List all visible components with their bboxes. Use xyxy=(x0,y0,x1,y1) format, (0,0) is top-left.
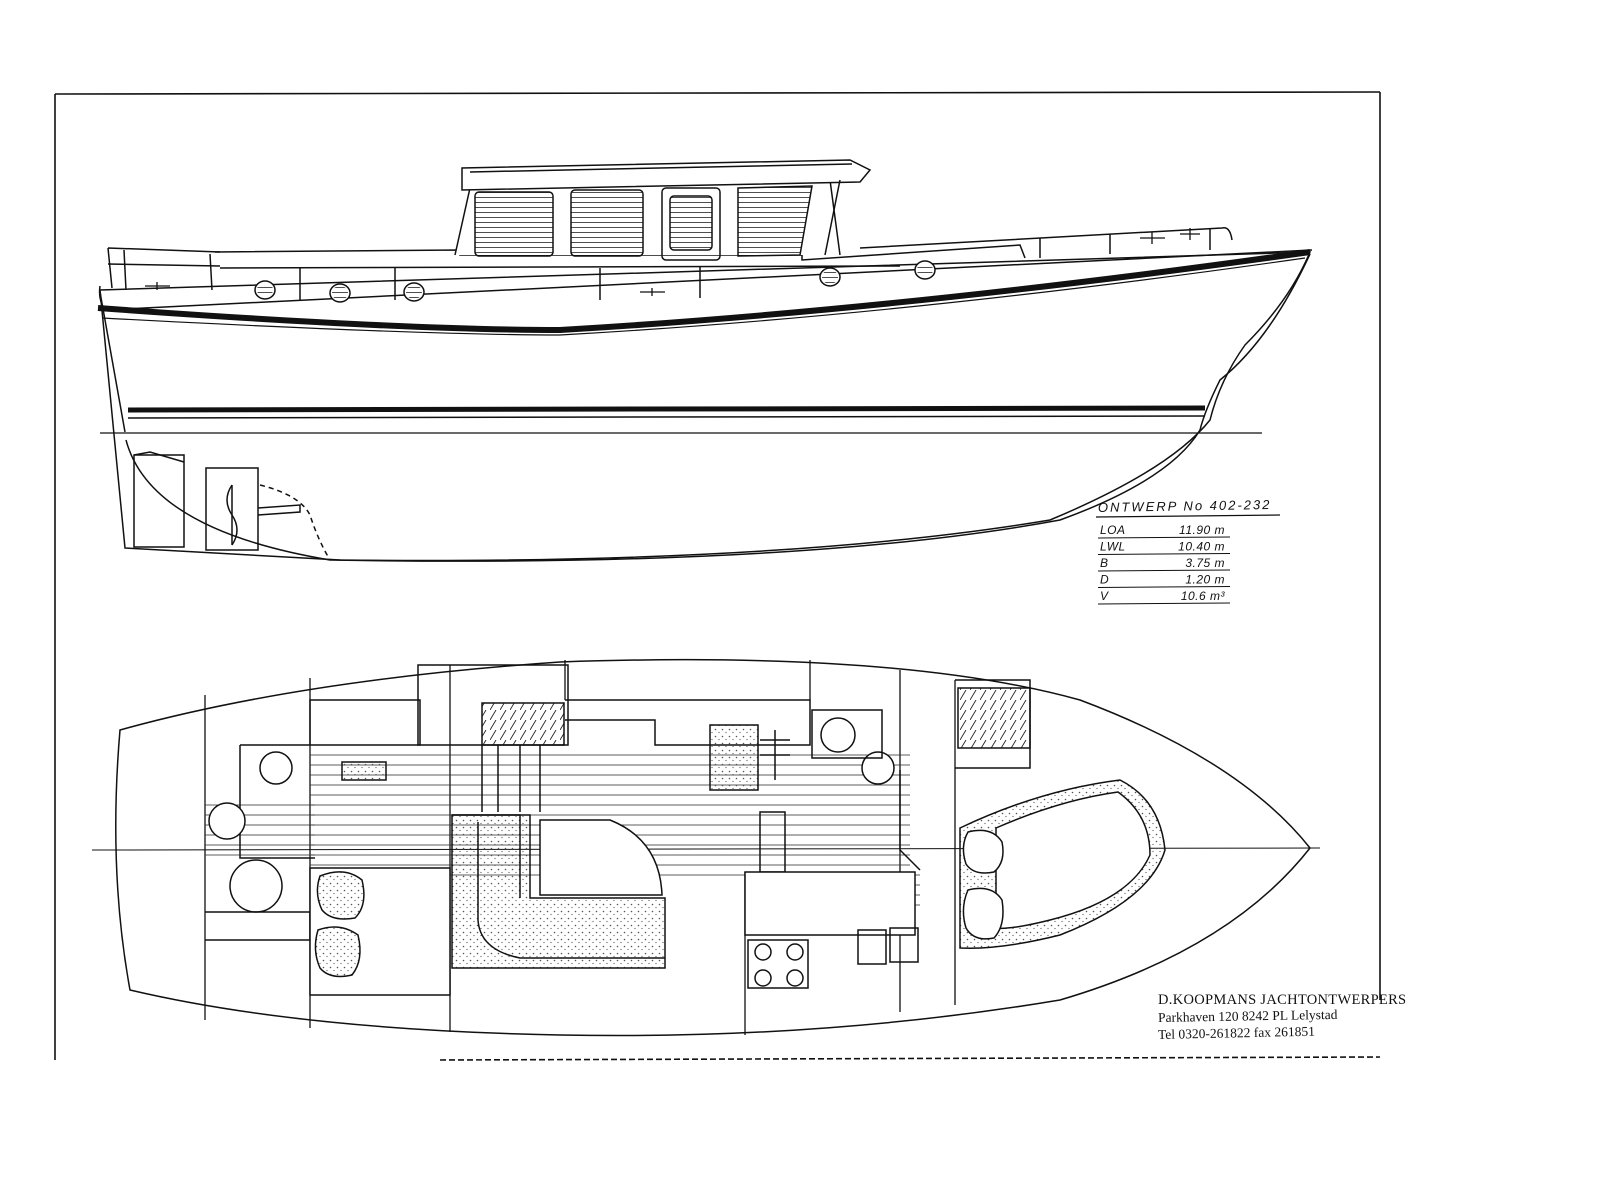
saloon-table xyxy=(539,819,663,896)
boot-stripe xyxy=(127,405,1206,413)
spec-value-1: 10.40 m xyxy=(1178,540,1225,554)
saloon-settee xyxy=(451,814,666,969)
spec-rule-3 xyxy=(1097,586,1231,588)
spec-value-4: 10.6 m³ xyxy=(1181,589,1226,603)
spec-rule-0 xyxy=(1097,536,1231,539)
firm-name: D.KOOPMANS JACHTONTWERPERS xyxy=(1158,992,1407,1008)
design-number: ONTWERP No 402-232 xyxy=(1098,497,1272,515)
foredeck-railing xyxy=(859,227,1233,258)
rub-rail xyxy=(97,249,1311,334)
spec-rule-4 xyxy=(1097,602,1231,605)
spec-label-3: D xyxy=(1100,573,1109,587)
wheelhouse xyxy=(454,159,872,261)
aft-porthole-2 xyxy=(208,802,246,840)
spec-value-3: 1.20 m xyxy=(1185,573,1225,587)
aft-porthole-1 xyxy=(259,751,293,785)
aft-railing xyxy=(107,247,221,291)
spec-label-1: LWL xyxy=(1100,540,1126,554)
fore-hatch xyxy=(957,687,1031,749)
galley-stove xyxy=(744,811,919,989)
spec-label-2: B xyxy=(1100,556,1109,570)
propeller-aperture xyxy=(205,467,259,551)
deck-plan xyxy=(91,658,1321,1037)
spec-value-2: 3.75 m xyxy=(1185,556,1225,570)
spec-label-4: V xyxy=(1100,589,1109,603)
spec-value-0: 11.90 m xyxy=(1179,523,1225,537)
designer-title-block: D.KOOPMANS JACHTONTWERPERS Parkhaven 120… xyxy=(1158,992,1406,1043)
spec-table: ONTWERP No 402-232 LOA 11.90 m LWL 10.40 m B… xyxy=(1095,497,1281,605)
spec-label-0: LOA xyxy=(1100,523,1126,537)
sheet-frame xyxy=(54,91,1381,1061)
deck-cleats xyxy=(145,228,1200,296)
side-elevation xyxy=(97,159,1313,562)
spec-rule-1 xyxy=(1097,553,1231,555)
spec-rule-2 xyxy=(1097,569,1231,572)
companionway xyxy=(417,664,569,812)
